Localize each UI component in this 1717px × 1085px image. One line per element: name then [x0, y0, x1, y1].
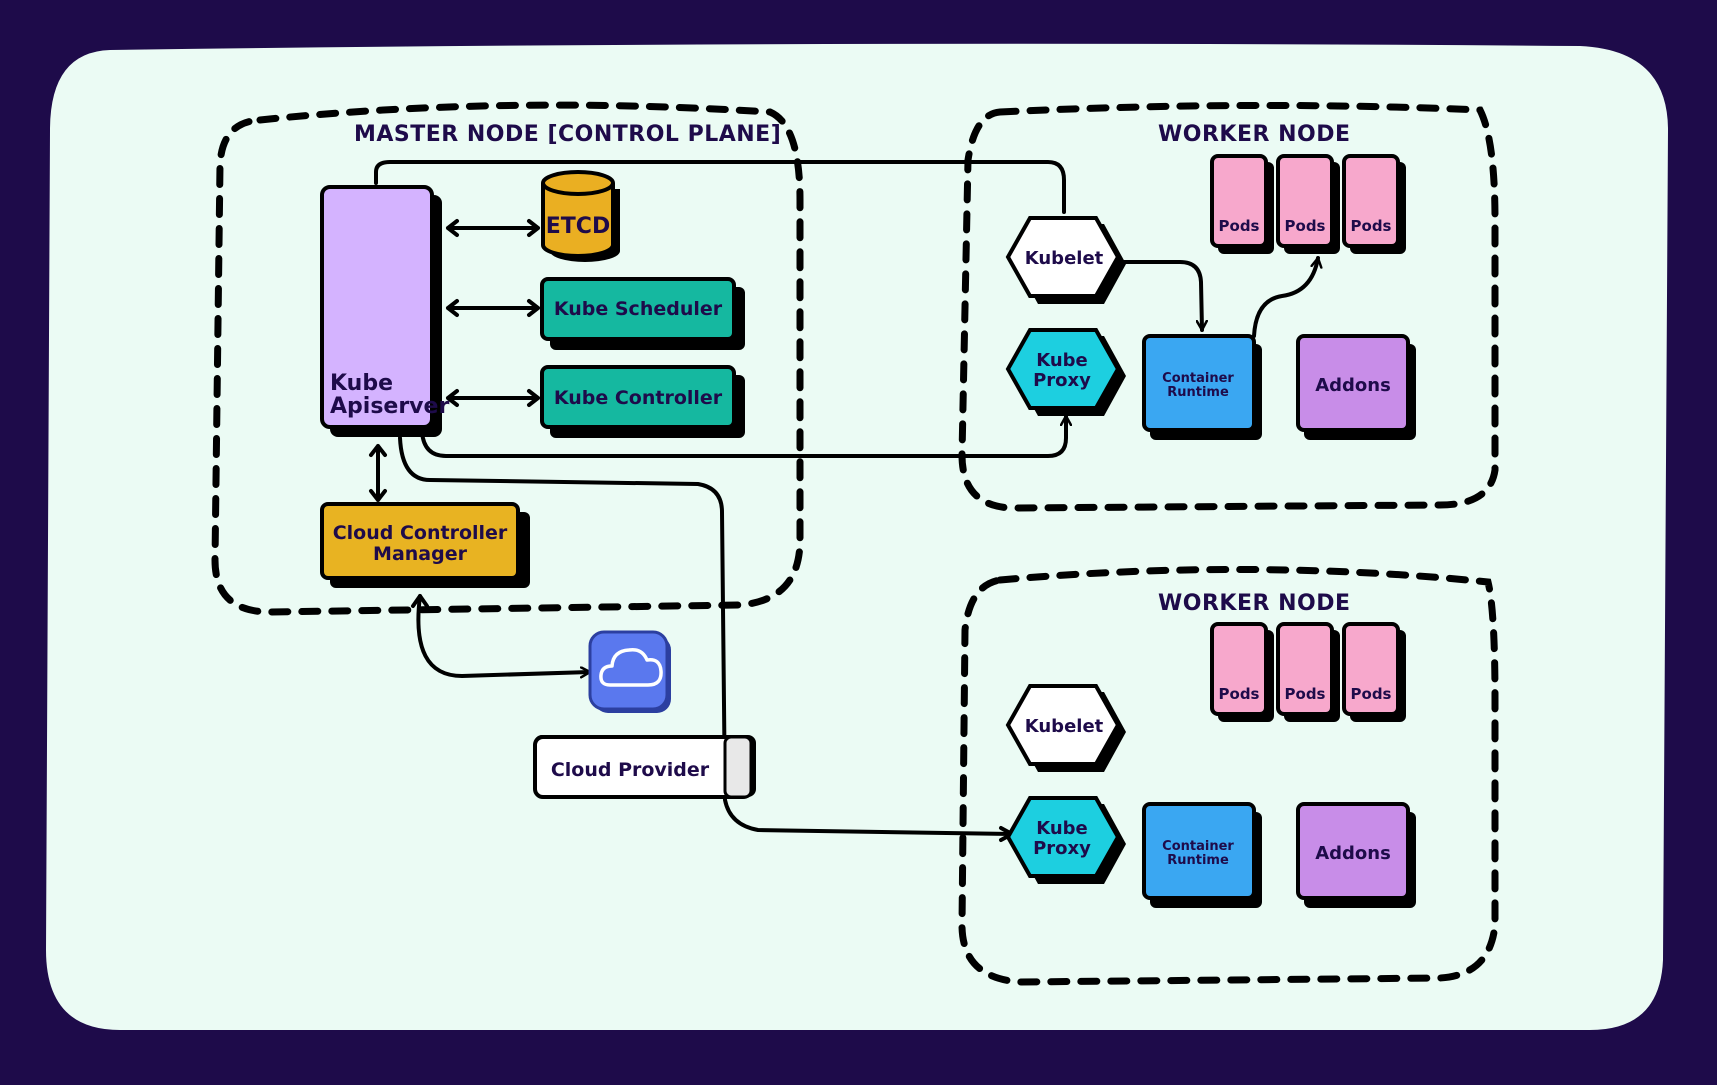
proxy-label-line1: Kube	[1036, 350, 1088, 371]
apiserver-ccm-arrow	[369, 444, 387, 502]
addons-label: Addons	[1315, 843, 1391, 864]
ccm-label-line1: Cloud Controller	[333, 522, 508, 544]
ccm-arrow-tail-head	[411, 594, 429, 608]
runtime-label-line1: Container	[1162, 371, 1234, 386]
cloud-icon[interactable]	[588, 630, 671, 713]
worker-1-addons[interactable]: Addons	[1296, 334, 1416, 440]
cloud-provider[interactable]: Cloud Provider	[533, 735, 756, 799]
worker-1-kubelet[interactable]: Kubelet	[1005, 216, 1126, 304]
apiserver-etcd-arrow	[446, 219, 540, 237]
apiserver-label-line1: Kube	[330, 371, 393, 396]
worker-2-pod-2[interactable]: Pods	[1276, 622, 1340, 722]
worker-2-pod-3[interactable]: Pods	[1342, 622, 1406, 722]
proxy-label-line1: Kube	[1036, 818, 1088, 839]
pod-label: Pods	[1219, 685, 1260, 703]
master-node-title: MASTER NODE [CONTROL PLANE]	[354, 122, 781, 147]
cloud-controller-manager[interactable]: Cloud Controller Manager	[320, 502, 530, 588]
kube-scheduler[interactable]: Kube Scheduler	[540, 277, 745, 350]
kubelet-label: Kubelet	[1025, 716, 1104, 737]
pod-label: Pods	[1219, 217, 1260, 235]
apiserver-proxy-line	[420, 414, 1066, 458]
pod-label: Pods	[1351, 217, 1392, 235]
etcd-label: ETCD	[546, 214, 610, 239]
kubelet-label: Kubelet	[1025, 248, 1104, 269]
worker-1-pod-1[interactable]: Pods	[1210, 154, 1274, 254]
addons-label: Addons	[1315, 375, 1391, 396]
runtime-pods-arrow	[1252, 256, 1318, 338]
worker-2-addons[interactable]: Addons	[1296, 802, 1416, 908]
proxy-label-line2: Proxy	[1033, 370, 1091, 391]
worker-1-pod-2[interactable]: Pods	[1276, 154, 1340, 254]
scheduler-label: Kube Scheduler	[554, 298, 723, 320]
apiserver-cloud-provider-line	[398, 436, 1014, 836]
kubelet-runtime-arrow	[1116, 260, 1202, 332]
runtime-label-line2: Runtime	[1167, 385, 1229, 400]
controller-label: Kube Controller	[554, 387, 723, 409]
worker-node-2-title: WORKER NODE	[1158, 591, 1351, 616]
kube-controller[interactable]: Kube Controller	[540, 365, 745, 438]
worker-2-pod-1[interactable]: Pods	[1210, 622, 1274, 722]
pod-label: Pods	[1351, 685, 1392, 703]
ccm-label-line2: Manager	[373, 543, 468, 565]
worker-2-kube-proxy[interactable]: Kube Proxy	[1005, 796, 1126, 884]
worker-1-kube-proxy[interactable]: Kube Proxy	[1005, 328, 1126, 416]
ccm-cloud-icon-arrow	[416, 594, 592, 676]
connectors	[369, 160, 1318, 842]
worker-1-pod-3[interactable]: Pods	[1342, 154, 1406, 254]
worker-node-2-boundary	[958, 565, 1499, 986]
worker-2-kubelet[interactable]: Kubelet	[1005, 684, 1126, 772]
proxy-label-line2: Proxy	[1033, 838, 1091, 859]
canvas-panel	[46, 43, 1668, 1030]
worker-1-container-runtime[interactable]: Container Runtime	[1142, 334, 1262, 440]
apiserver-label-line2: Apiserver	[330, 394, 449, 419]
runtime-label-line1: Container	[1162, 839, 1234, 854]
etcd-database[interactable]: ETCD	[541, 170, 620, 262]
apiserver-kubelet-line	[374, 160, 1066, 214]
runtime-label-line2: Runtime	[1167, 853, 1229, 868]
pod-label: Pods	[1285, 217, 1326, 235]
worker-node-1-title: WORKER NODE	[1158, 122, 1351, 147]
kube-apiserver[interactable]: Kube Apiserver	[320, 185, 449, 437]
apiserver-controller-arrow	[446, 389, 540, 407]
worker-2-container-runtime[interactable]: Container Runtime	[1142, 802, 1262, 908]
apiserver-scheduler-arrow	[446, 299, 540, 317]
pod-label: Pods	[1285, 685, 1326, 703]
cloud-provider-label: Cloud Provider	[551, 759, 710, 781]
master-node-boundary	[211, 101, 804, 616]
